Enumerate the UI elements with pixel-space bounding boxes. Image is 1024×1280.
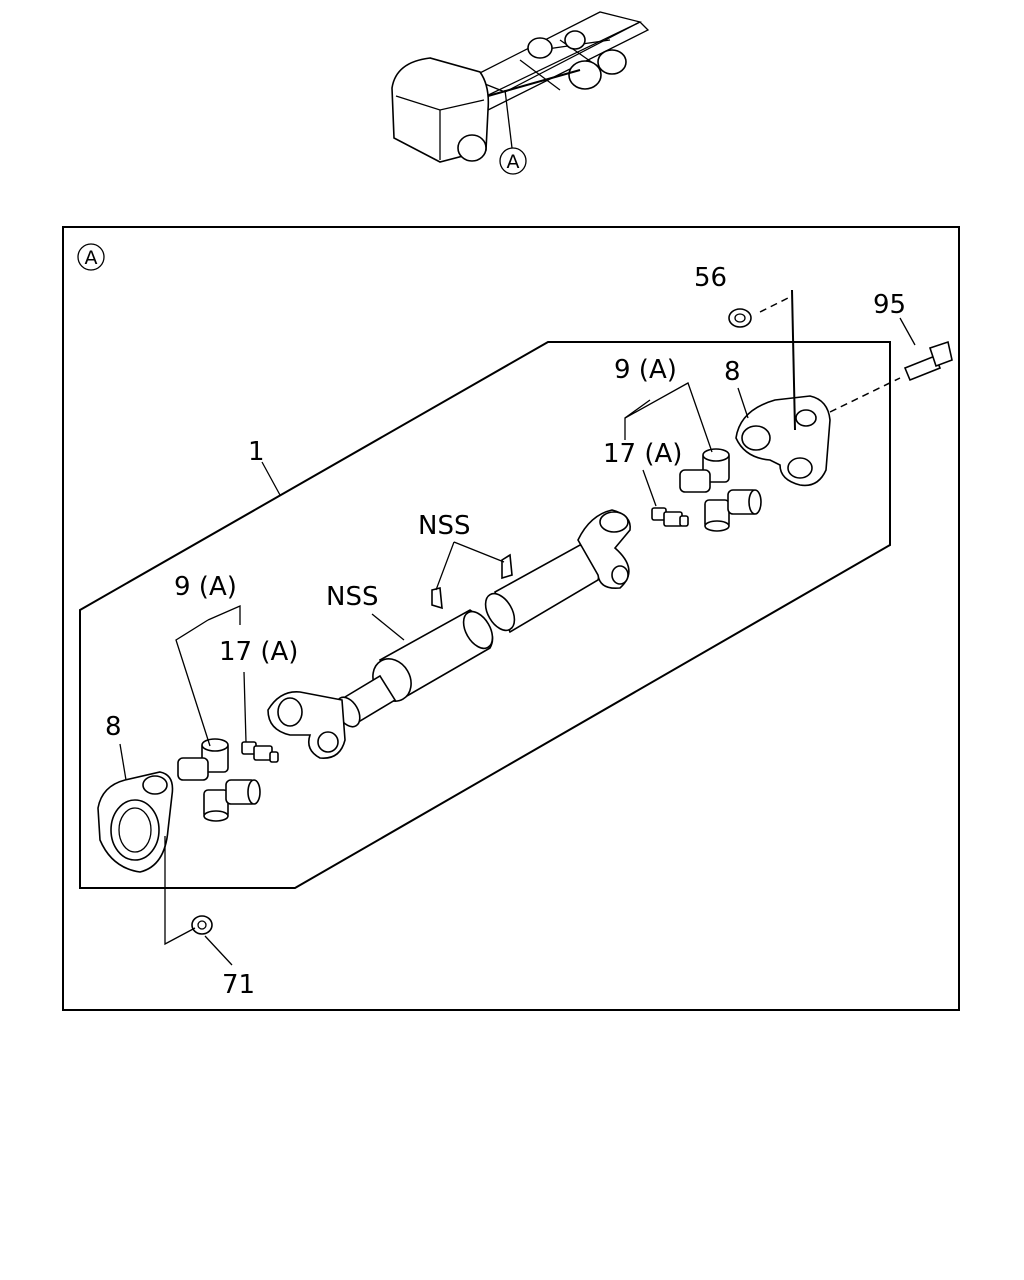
nut-71 xyxy=(191,915,213,935)
label-yoke-right: 8 xyxy=(724,357,741,387)
grease-nipple-left xyxy=(241,741,279,763)
callout-leader-line xyxy=(504,89,513,149)
clip-left xyxy=(431,586,443,610)
spider-left xyxy=(177,738,261,822)
label-spider-kit-left: 9 (A) xyxy=(174,572,237,602)
bolt-95-dash xyxy=(829,377,901,413)
label-yoke-left: 8 xyxy=(105,712,122,742)
clip-right xyxy=(501,553,513,580)
label-nut-71: 71 xyxy=(222,970,255,1000)
callout-circle xyxy=(499,147,527,175)
assembly-boundary xyxy=(79,341,891,889)
label-grease-nipple-left: 17 (A) xyxy=(219,637,298,667)
yoke-left xyxy=(97,771,174,873)
leader-lines xyxy=(119,317,916,966)
driveshaft-tube xyxy=(267,509,631,759)
spider-right xyxy=(679,448,762,532)
label-bolt-95: 95 xyxy=(873,290,906,320)
label-spider-kit-right: 9 (A) xyxy=(614,355,677,385)
detail-frame xyxy=(62,226,960,1011)
frame-tag-circle xyxy=(77,243,105,271)
bolt-95 xyxy=(903,340,953,382)
grease-nipple-right xyxy=(651,507,689,527)
label-tube-nss: NSS xyxy=(326,582,378,612)
truck-overview-illustration xyxy=(391,11,650,163)
yoke-right xyxy=(735,395,831,487)
label-nut-56: 56 xyxy=(694,263,727,293)
nut-56 xyxy=(728,308,752,328)
callout-letter: A xyxy=(507,151,520,173)
nut-56-leader xyxy=(791,289,796,431)
label-grease-nipple-right: 17 (A) xyxy=(603,439,682,469)
label-shaft-assembly: 1 xyxy=(248,437,265,467)
nut-56-dash xyxy=(759,295,793,313)
frame-tag-letter: A xyxy=(85,247,98,269)
label-clip-nss: NSS xyxy=(418,511,470,541)
